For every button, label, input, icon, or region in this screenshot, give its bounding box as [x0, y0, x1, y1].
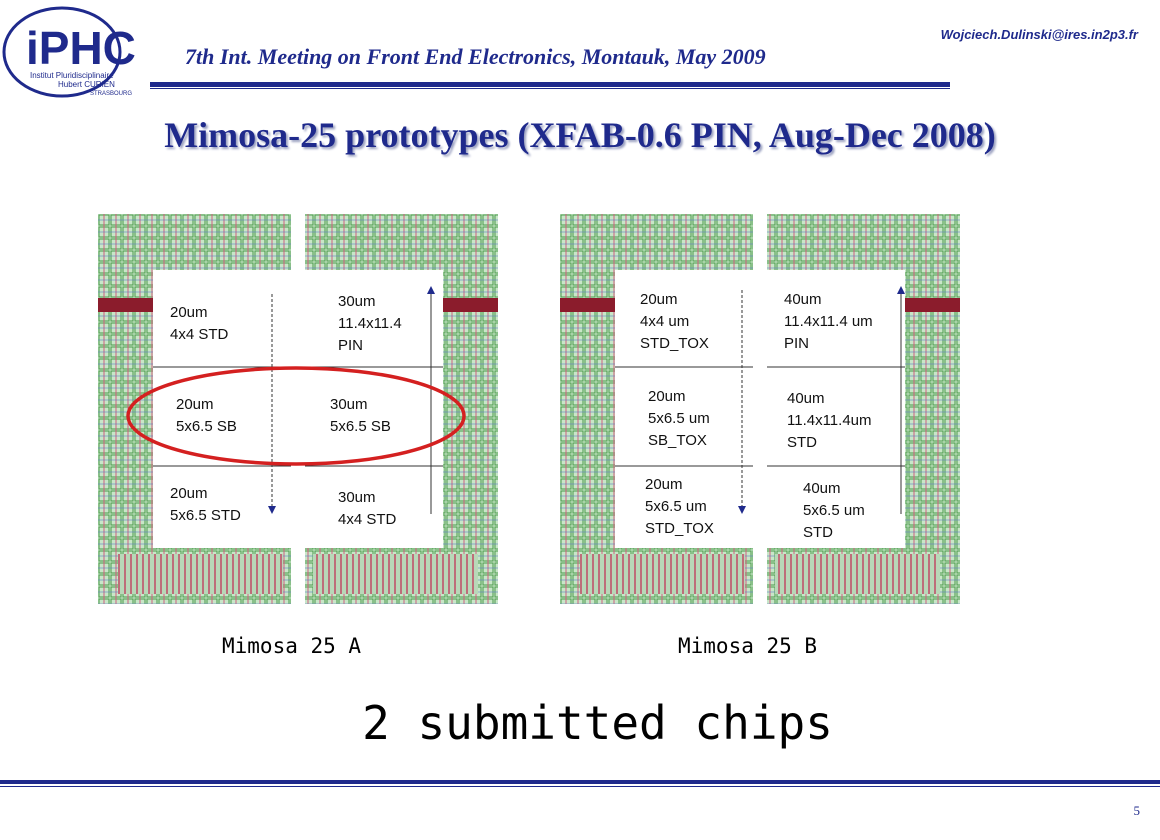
chip-b-drawing [560, 214, 960, 604]
svg-text:STRASBOURG: STRASBOURG [90, 91, 132, 97]
page-number: 5 [1133, 803, 1141, 818]
chip-b-left-cell-1: 20um 4x4 um STD_TOX [640, 291, 709, 352]
chip-a-drawing [98, 214, 498, 604]
slide-caption: 2 submitted chips [362, 696, 833, 750]
meeting-name: 7th Int. Meeting on Front End Electronic… [185, 44, 766, 69]
chip-a-right-cell-1: 30um 11.4x11.4 PIN [338, 293, 402, 354]
chip-a-left-cell-1: 20um 4x4 STD [170, 304, 229, 343]
iphc-logo: iPHC Institut Pluridisciplinaire Hubert … [0, 0, 150, 100]
svg-text:Institut Pluridisciplinaire: Institut Pluridisciplinaire [30, 71, 114, 80]
chip-a-right-cell-3: 30um 4x4 STD [338, 489, 397, 528]
chip-a-right-cell-2: 30um 5x6.5 SB [330, 396, 391, 435]
chip-b-right-cell-3: 40um 5x6.5 um STD [803, 480, 865, 541]
header-divider-thin [150, 88, 950, 89]
chip-b-name: Mimosa 25 B [678, 634, 818, 658]
footer-divider [0, 780, 1160, 784]
chip-b-left-cell-2: 20um 5x6.5 um SB_TOX [648, 388, 710, 449]
chip-layout-a: 20um 4x4 STD 20um 5x6.5 SB 20um 5x6.5 ST… [98, 214, 498, 604]
chip-b-right-cell-1: 40um 11.4x11.4 um PIN [784, 291, 873, 352]
chip-b-left-cell-3: 20um 5x6.5 um STD_TOX [645, 476, 714, 537]
header-divider [150, 82, 950, 87]
chip-a-name: Mimosa 25 A [222, 634, 362, 658]
svg-text:Hubert CURIEN: Hubert CURIEN [58, 80, 115, 89]
chip-a-left-cell-2: 20um 5x6.5 SB [176, 396, 237, 435]
footer-divider-thin [0, 786, 1160, 787]
chip-b-right-cell-2: 40um 11.4x11.4um STD [787, 390, 872, 451]
author-email: Wojciech.Dulinski@ires.in2p3.fr [940, 27, 1138, 42]
svg-text:iPHC: iPHC [26, 22, 136, 74]
chip-layout-b: 20um 4x4 um STD_TOX 20um 5x6.5 um SB_TOX… [560, 214, 960, 604]
slide-title: Mimosa-25 prototypes (XFAB-0.6 PIN, Aug-… [164, 115, 996, 155]
chip-a-left-cell-3: 20um 5x6.5 STD [170, 485, 241, 524]
